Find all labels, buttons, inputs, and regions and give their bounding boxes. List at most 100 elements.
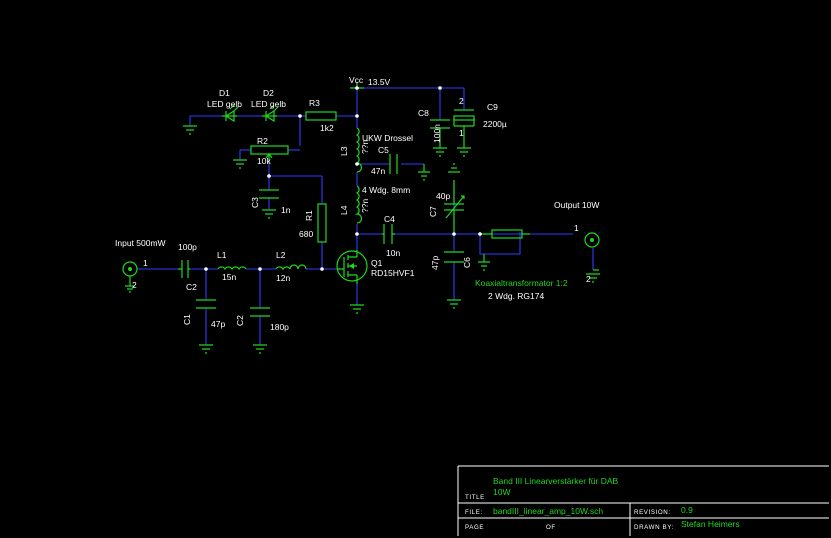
l3-value: ??n [360, 140, 370, 154]
resistor-r3 [305, 111, 337, 121]
ground-c6 [447, 299, 461, 309]
resistor-r1 [317, 203, 327, 243]
c2-value: 180p [270, 322, 289, 332]
q1-value: RD15HVF1 [371, 268, 415, 278]
ground-transformer [478, 254, 490, 271]
capacitor-c1 [196, 299, 216, 309]
page-label: PAGE [465, 524, 484, 531]
r2-label: R2 [257, 136, 268, 146]
coax-transformer [480, 229, 530, 239]
potentiometer-r2 [250, 145, 289, 155]
title-block: TITLE Band III Linearverstärker für DAB … [457, 465, 829, 536]
c1-value: 47p [211, 319, 225, 329]
c9-pin1-label: 1 [459, 128, 464, 138]
d1-label: D1 [219, 88, 230, 98]
inductor-l4 [354, 185, 363, 224]
capacitor-c5 [389, 154, 398, 174]
c3-label: C3 [250, 197, 260, 208]
c6-label: C6 [462, 257, 472, 268]
d2-value: LED gelb [251, 99, 286, 109]
ground-c5 [418, 164, 430, 181]
c9-label: C9 [487, 102, 498, 112]
output-pin1-label: 1 [574, 223, 579, 233]
file-value: bandIII_linear_amp_10W.sch [493, 506, 603, 516]
c8-label: C8 [418, 108, 429, 118]
d1-value: LED gelb [207, 99, 242, 109]
r3-value: 1k2 [320, 123, 334, 133]
transformer-note: 2 Wdg. RG174 [488, 291, 544, 301]
c4-value: 10n [386, 248, 400, 258]
component-labels: Input 500mW 1 2 100p C2 L1 15n L2 12n C1… [115, 75, 599, 332]
c2-label: C2 [235, 315, 245, 326]
capacitor-c2-shunt [250, 307, 270, 317]
ground-r2 [233, 159, 247, 169]
ground-q1 [350, 304, 364, 314]
c6-value: 47p [430, 256, 440, 270]
ground-c2 [253, 344, 267, 354]
c2-series-value: 100p [178, 242, 197, 252]
capacitor-c2-series [178, 260, 190, 278]
ground-c9 [457, 147, 471, 157]
l4-label: L4 [339, 205, 349, 215]
ground-c1 [199, 344, 213, 354]
vcc-value: 13.5V [368, 77, 391, 87]
ground-c3 [262, 209, 276, 219]
d2-label: D2 [263, 88, 274, 98]
revision-value: 0.9 [681, 505, 693, 515]
output-label: Output 10W [554, 200, 599, 210]
l3-label: L3 [339, 146, 349, 156]
r3-label: R3 [309, 98, 320, 108]
input-pin1-label: 1 [143, 258, 148, 268]
drawn-by-label: DRAWN BY: [634, 524, 674, 531]
input-pin2-label: 2 [132, 280, 137, 290]
c5-value: 47n [371, 166, 385, 176]
c9-value: 2200µ [483, 119, 507, 129]
r2-value: 10k [257, 156, 271, 166]
ground-c7 [448, 163, 460, 173]
components [122, 82, 600, 354]
r1-label: R1 [304, 210, 314, 221]
q1-label: Q1 [371, 258, 383, 268]
l2-label: L2 [276, 250, 286, 260]
c3-value: 1n [281, 205, 291, 215]
c5-label: C5 [378, 145, 389, 155]
c1-label: C1 [182, 314, 192, 325]
drawn-by-value: Stefan Heimers [681, 519, 740, 529]
l4-value: ??n [360, 199, 370, 213]
inductor-l1 [217, 266, 247, 271]
of-label: OF [546, 524, 556, 531]
led-d1 [222, 104, 239, 123]
output-pin2-label: 2 [586, 274, 591, 284]
l1-label: L1 [217, 250, 227, 260]
file-label: FILE: [465, 509, 483, 516]
revision-label: REVISION: [634, 509, 671, 516]
c2-series-label: C2 [186, 282, 197, 292]
ground-c8 [433, 147, 447, 157]
input-connector [122, 261, 138, 293]
c8-value: 100n [432, 124, 442, 143]
capacitor-c8 [430, 119, 450, 148]
c9-pin2-label: 2 [459, 96, 464, 106]
wires [137, 87, 594, 345]
l4-note: 4 Wdg. 8mm [362, 185, 410, 195]
title-line2: 10W [493, 487, 510, 497]
c7-label: C7 [428, 206, 438, 217]
inductor-l2 [275, 264, 307, 272]
mosfet-q1 [336, 250, 368, 284]
title-line1: Band III Linearverstärker für DAB [493, 476, 619, 486]
vcc-label: Vcc [349, 75, 364, 85]
l1-value: 15n [222, 272, 236, 282]
r1-value: 680 [299, 229, 313, 239]
capacitor-c9 [453, 109, 475, 148]
capacitor-c6 [444, 251, 464, 263]
led-d2 [262, 104, 279, 123]
ground-d1 [183, 125, 197, 135]
title-label: TITLE [465, 494, 485, 501]
c7-value: 40p [436, 191, 450, 201]
transformer-label: Koaxialtransformator 1:2 [475, 278, 568, 288]
capacitor-c4 [382, 224, 395, 244]
input-label: Input 500mW [115, 238, 166, 248]
c4-label: C4 [384, 214, 395, 224]
l2-value: 12n [276, 273, 290, 283]
